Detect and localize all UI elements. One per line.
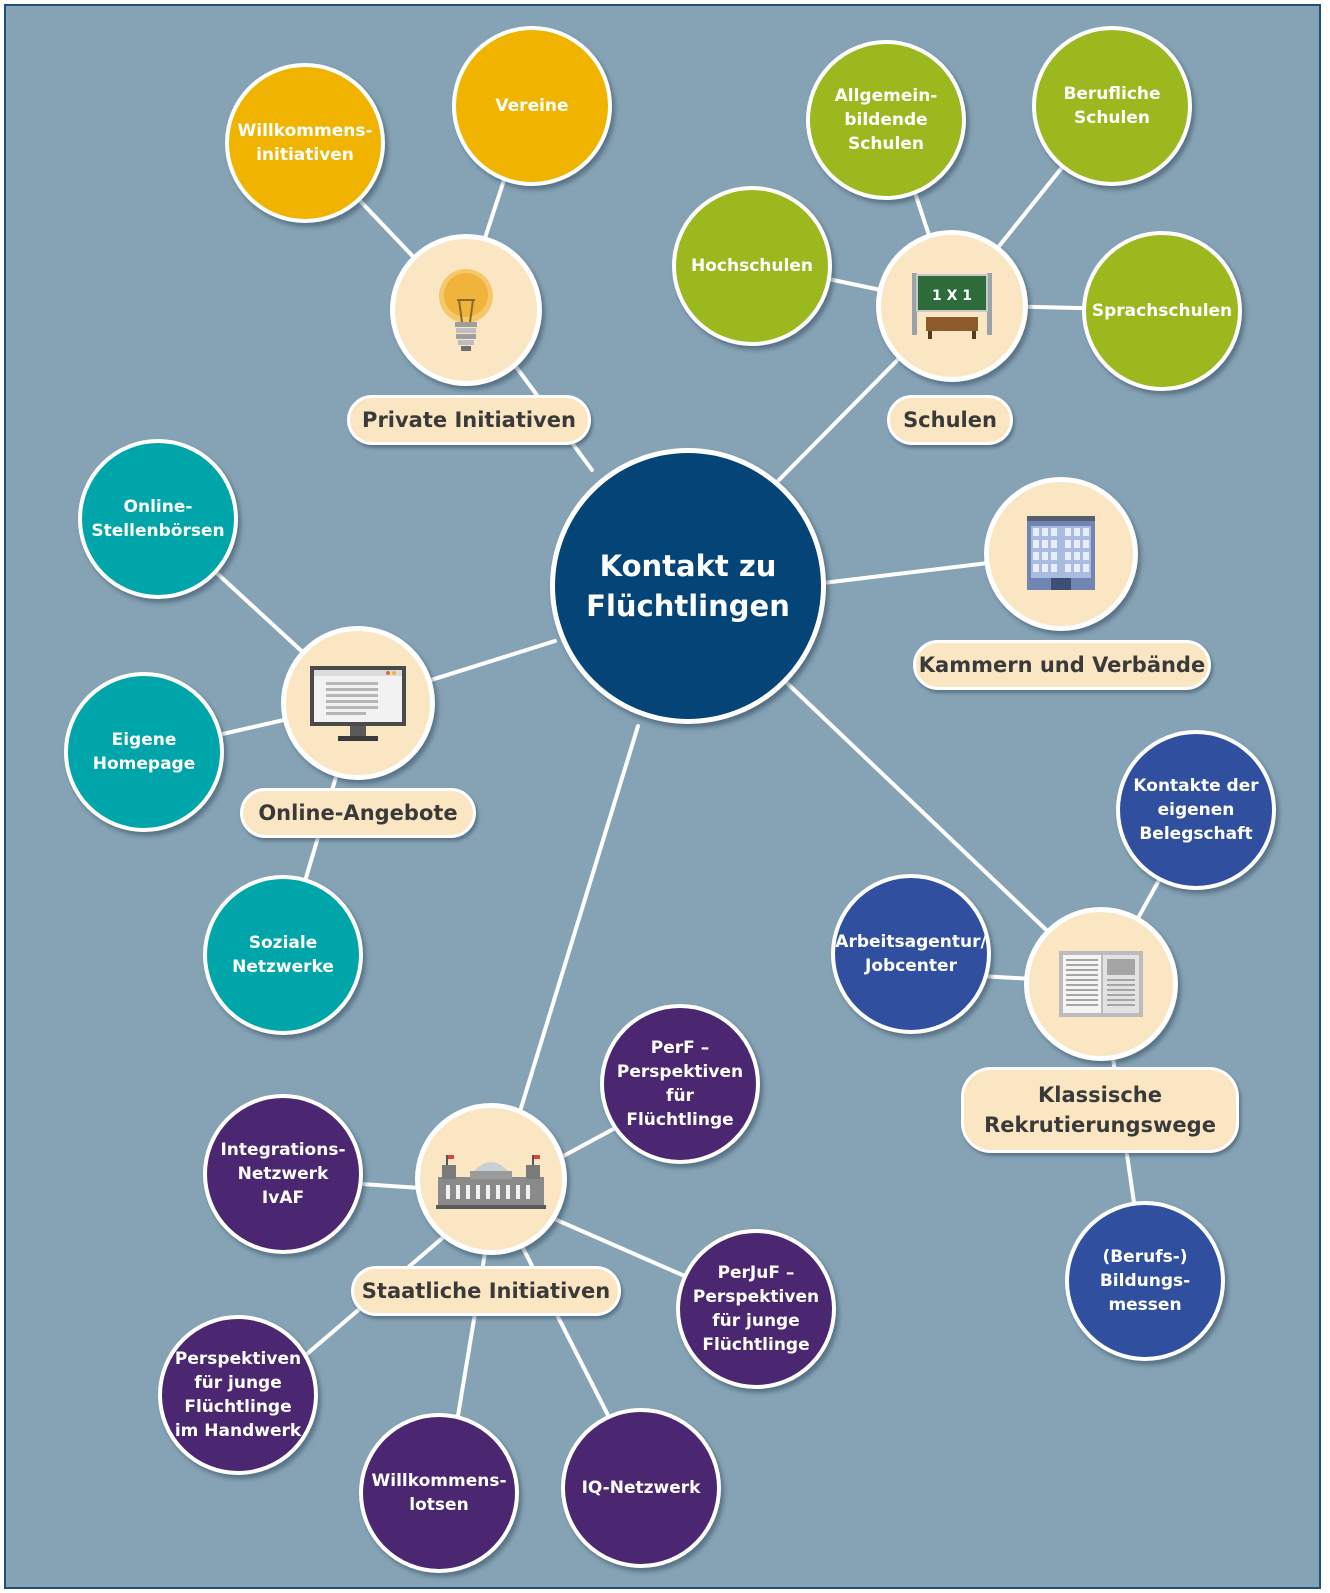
hub-online-angebote — [281, 626, 435, 780]
node-soziale-netzwerke: Soziale Netzwerke — [203, 875, 363, 1035]
lightbulb-icon — [439, 269, 493, 351]
node-eigene-homepage: Eigene Homepage — [64, 672, 224, 832]
parliament-building-icon — [436, 1155, 546, 1209]
hub-staatliche-initiativen — [415, 1103, 567, 1255]
node-kontakte-belegschaft: Kontakte der eigenen Belegschaft — [1116, 730, 1276, 890]
office-building-icon — [1027, 516, 1095, 590]
node-hochschulen: Hochschulen — [672, 186, 832, 346]
newspaper-icon — [1059, 951, 1143, 1017]
tag-private-initiativen: Private Initiativen — [347, 395, 591, 445]
tag-online-angebote: Online-Angebote — [240, 788, 476, 838]
tag-staatliche-initiativen: Staatliche Initiativen — [351, 1266, 621, 1316]
node-online-stellenboersen: Online- Stellenbörsen — [78, 439, 238, 599]
node-perjuf: PerJuF – Perspektiven für junge Flüchtli… — [676, 1229, 836, 1389]
computer-monitor-icon — [310, 666, 406, 741]
node-perf: PerF – Perspektiven für Flüchtlinge — [600, 1004, 760, 1164]
tag-klassische-rekrutierungswege: Klassische Rekrutierungswege — [961, 1067, 1239, 1153]
node-arbeitsagentur-jobcenter: Arbeitsagentur/ Jobcenter — [831, 874, 991, 1034]
center-node: Kontakt zu Flüchtlingen — [550, 448, 826, 724]
node-sprachschulen: Sprachschulen — [1082, 231, 1242, 391]
node-willkommensinitiativen: Willkommens- initiativen — [225, 63, 385, 223]
node-berufliche-schulen: Berufliche Schulen — [1032, 26, 1192, 186]
hub-private-initiativen — [390, 234, 542, 386]
node-bildungsmessen: (Berufs-) Bildungs- messen — [1065, 1201, 1225, 1361]
node-willkommenslotsen: Willkommens- lotsen — [359, 1413, 519, 1573]
hub-schulen: 1 X 1 — [876, 230, 1028, 382]
blackboard-icon: 1 X 1 — [912, 273, 992, 339]
hub-kammern-verbaende — [984, 477, 1138, 631]
hub-klassische-rekrutierungswege — [1024, 907, 1178, 1061]
node-vereine: Vereine — [452, 26, 612, 186]
node-perspektiven-handwerk: Perspektiven für junge Flüchtlinge im Ha… — [158, 1315, 318, 1475]
node-iq-netzwerk: IQ-Netzwerk — [561, 1408, 721, 1568]
blackboard-text: 1 X 1 — [932, 288, 972, 304]
tag-kammern-verbaende: Kammern und Verbände — [913, 640, 1211, 690]
tag-schulen: Schulen — [887, 395, 1013, 445]
node-allgemeinbildende-schulen: Allgemein- bildende Schulen — [806, 40, 966, 200]
node-integrationsnetzwerk-ivaf: Integrations- Netzwerk IvAF — [203, 1094, 363, 1254]
